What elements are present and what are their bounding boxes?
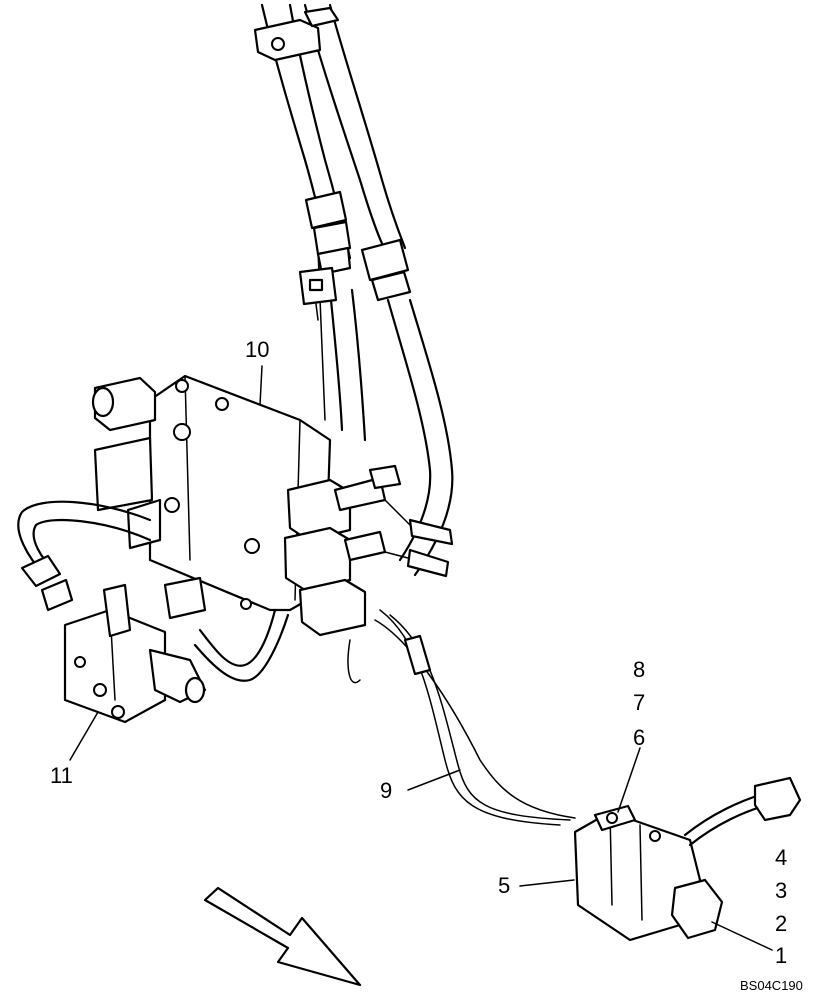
leader-lines bbox=[69, 365, 773, 951]
callout-7: 7 bbox=[633, 690, 645, 715]
tube-loop bbox=[17, 500, 290, 682]
callout-4: 4 bbox=[775, 845, 787, 870]
electrical-connector bbox=[298, 266, 338, 321]
drawing-reference: BS04C190 bbox=[740, 978, 803, 993]
hose-clamp bbox=[253, 6, 340, 62]
solenoid-valves bbox=[283, 464, 454, 637]
wire-harness bbox=[347, 609, 576, 826]
callout-3: 3 bbox=[775, 878, 787, 903]
pressure-switch-assembly bbox=[573, 776, 802, 942]
callout-1: 1 bbox=[775, 943, 787, 968]
callout-2: 2 bbox=[775, 911, 787, 936]
callout-8: 8 bbox=[633, 657, 645, 682]
callout-10: 10 bbox=[245, 337, 269, 362]
callout-11: 11 bbox=[50, 763, 73, 788]
callout-6: 6 bbox=[633, 725, 645, 750]
callout-5: 5 bbox=[498, 873, 510, 898]
hose-fitting-left bbox=[304, 190, 352, 276]
valve-block-11 bbox=[63, 576, 207, 724]
direction-arrow bbox=[203, 886, 362, 987]
callout-9: 9 bbox=[380, 778, 392, 803]
hose-fitting-right bbox=[360, 238, 412, 302]
